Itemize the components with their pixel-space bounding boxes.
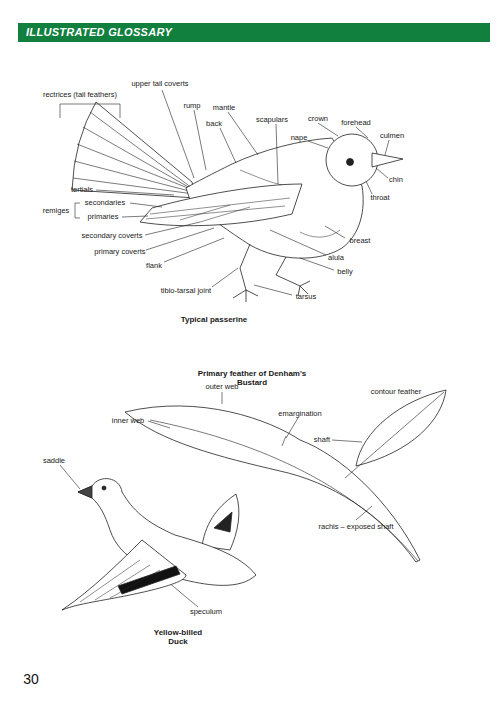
part-label: scapulars (256, 116, 288, 125)
part-label: primary coverts (94, 248, 145, 257)
beak (372, 153, 403, 167)
leader-lines (60, 90, 389, 295)
part-label: shaft (314, 436, 330, 445)
eye (347, 159, 354, 166)
part-label: mantle (213, 104, 236, 113)
part-label: speculum (190, 608, 222, 617)
contour-feather-shaft (345, 392, 444, 478)
part-label: tibio-tarsal joint (161, 287, 211, 296)
part-label: outer web (206, 383, 239, 392)
duck-bill (78, 486, 92, 498)
wing (140, 184, 302, 226)
part-label: chin (389, 176, 403, 185)
duck-eye (102, 486, 106, 490)
duck-far-speculum (214, 512, 232, 532)
part-label: secondaries (85, 199, 125, 208)
part-label: remiges (43, 207, 70, 216)
part-label: crown (308, 115, 328, 124)
contour-feather-shape (356, 390, 446, 466)
part-label: tertials (71, 186, 93, 195)
part-label: nape (291, 134, 308, 143)
tail-feathers (73, 112, 194, 194)
part-label: throat (370, 194, 389, 203)
part-label: upper tail coverts (131, 80, 188, 89)
part-label: secondary coverts (82, 232, 143, 241)
head (326, 134, 378, 186)
part-label: rachis – exposed shaft (318, 523, 393, 532)
figure-caption: Yellow-billed Duck (145, 628, 211, 646)
part-label: contour feather (371, 388, 421, 397)
part-label: breast (350, 237, 371, 246)
duck-wing-lines (80, 560, 160, 602)
part-label: back (206, 120, 222, 129)
wing-lines (146, 198, 290, 222)
part-label: culmen (380, 132, 404, 141)
part-label: tarsus (296, 293, 316, 302)
tail (72, 102, 196, 198)
part-label: inner web (112, 417, 145, 426)
part-label: alula (328, 254, 344, 263)
part-label: rectrices (tail feathers) (43, 91, 117, 100)
speculum-patch (118, 566, 180, 594)
part-label: flank (146, 262, 162, 271)
part-label: emargination (278, 410, 321, 419)
figure-caption: Primary feather of Denham's Bustard (182, 369, 322, 387)
part-label: forehead (341, 119, 371, 128)
duck-far-wing (202, 494, 239, 550)
part-label: saddle (43, 457, 65, 466)
part-label: rump (183, 102, 200, 111)
part-label: belly (337, 268, 352, 277)
duck-near-wing (62, 540, 186, 610)
page-number: 30 (23, 671, 39, 687)
page-title: ILLUSTRATED GLOSSARY (26, 26, 172, 38)
figure-caption: Typical passerine (154, 315, 274, 324)
part-label: primaries (88, 213, 119, 222)
